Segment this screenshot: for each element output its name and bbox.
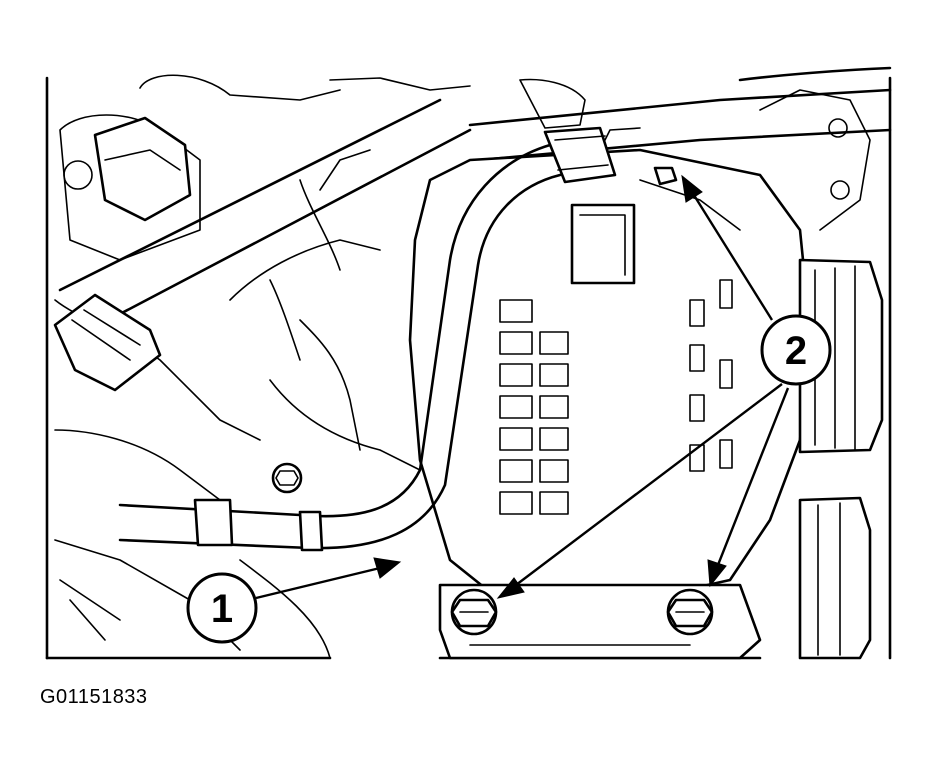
alternator-fins [499,299,569,515]
alternator [408,127,812,660]
alternator-fins-right [689,279,733,472]
bolt-right [666,588,714,636]
wiring-harness [118,126,617,552]
bolt-left [450,588,498,636]
callout-2-label: 2 [785,329,807,373]
pulley [759,89,884,660]
callout-2: 2 [496,174,832,599]
figure-id: G01151833 [40,686,148,708]
alternator-connector [570,203,636,285]
callout-1: 1 [186,557,402,644]
bolt-top [653,166,678,186]
callout-1-label: 1 [211,587,233,631]
